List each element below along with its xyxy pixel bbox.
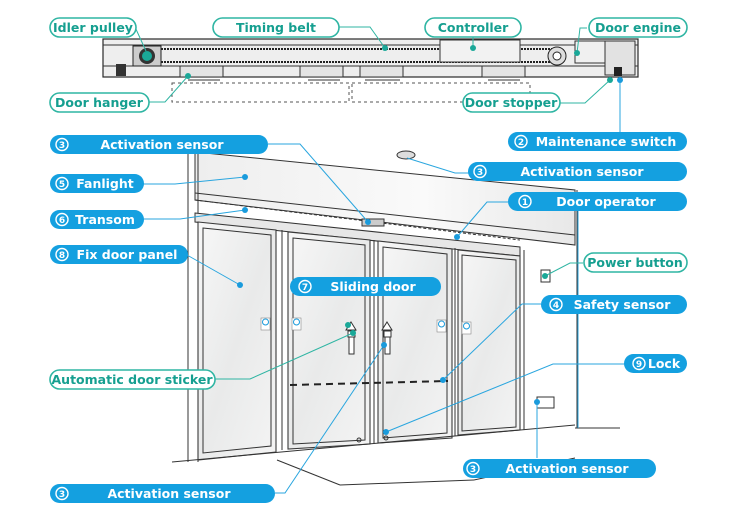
door-sticker <box>436 319 447 333</box>
label-power-button: Power button <box>583 252 688 273</box>
hanger-4 <box>481 65 526 81</box>
svg-text:Automatic door sticker: Automatic door sticker <box>52 372 214 387</box>
label-sliding-door: 7 Sliding door <box>290 277 441 296</box>
svg-text:4: 4 <box>553 301 559 311</box>
label-safety-sensor: 4 Safety sensor <box>541 295 687 314</box>
svg-text:Door hanger: Door hanger <box>55 95 144 110</box>
svg-text:Sliding door: Sliding door <box>330 279 416 294</box>
svg-text:Fanlight: Fanlight <box>76 176 134 191</box>
svg-text:Door engine: Door engine <box>595 20 681 35</box>
label-activation-sensor-bottom: 3 Activation sensor <box>50 484 275 503</box>
svg-text:Door operator: Door operator <box>556 194 656 209</box>
svg-text:2: 2 <box>518 138 524 148</box>
door-sticker <box>461 321 472 335</box>
svg-text:9: 9 <box>636 360 642 370</box>
label-idler-pulley: Idler pulley <box>49 17 137 38</box>
svg-text:Controller: Controller <box>438 20 509 35</box>
svg-text:1: 1 <box>522 198 528 208</box>
svg-text:Lock: Lock <box>648 356 681 371</box>
label-fanlight: 5 Fanlight <box>50 174 144 193</box>
svg-text:3: 3 <box>470 465 476 475</box>
label-door-hanger: Door hanger <box>49 92 150 113</box>
svg-text:3: 3 <box>59 490 65 500</box>
svg-text:Activation sensor: Activation sensor <box>107 486 231 501</box>
svg-text:3: 3 <box>59 141 65 151</box>
svg-text:Fix door panel: Fix door panel <box>77 247 178 262</box>
svg-text:7: 7 <box>302 283 308 293</box>
callout-dots <box>144 45 623 435</box>
svg-text:5: 5 <box>59 180 65 190</box>
label-lock: 9 Lock <box>624 354 687 373</box>
svg-text:Activation sensor: Activation sensor <box>520 164 644 179</box>
label-activation-sensor-top-left: 3 Activation sensor <box>50 135 268 154</box>
svg-text:Power button: Power button <box>587 255 683 270</box>
svg-text:Maintenance switch: Maintenance switch <box>536 134 677 149</box>
label-fix-door-panel: 8 Fix door panel <box>50 245 188 264</box>
hanger-1 <box>179 65 224 81</box>
svg-text:Activation sensor: Activation sensor <box>100 137 224 152</box>
label-timing-belt: Timing belt <box>212 17 340 38</box>
door-sticker <box>260 317 271 331</box>
hanger-3 <box>359 65 404 81</box>
leader-lines <box>134 26 625 494</box>
label-controller: Controller <box>424 17 522 38</box>
svg-text:Activation sensor: Activation sensor <box>505 461 629 476</box>
hanger-2 <box>299 65 344 81</box>
svg-text:Transom: Transom <box>75 212 135 227</box>
label-door-engine: Door engine <box>588 17 688 38</box>
svg-text:Safety sensor: Safety sensor <box>574 297 672 312</box>
label-automatic-door-sticker: Automatic door sticker <box>49 369 216 390</box>
svg-text:3: 3 <box>477 168 483 178</box>
label-door-operator: 1 Door operator <box>508 192 687 211</box>
label-maintenance-switch: 2 Maintenance switch <box>508 132 687 151</box>
svg-text:Door stopper: Door stopper <box>465 95 558 110</box>
label-activation-sensor-wall: 3 Activation sensor <box>463 459 656 478</box>
svg-text:8: 8 <box>59 251 65 261</box>
label-transom: 6 Transom <box>50 210 144 229</box>
svg-text:Idler pulley: Idler pulley <box>53 20 133 35</box>
label-activation-sensor-ceiling: 3 Activation sensor <box>468 162 687 181</box>
label-door-stopper: Door stopper <box>462 92 561 113</box>
door-sticker <box>291 317 302 331</box>
svg-text:6: 6 <box>59 216 65 226</box>
operator-rail-illustration <box>102 38 639 103</box>
svg-text:Timing belt: Timing belt <box>236 20 316 35</box>
